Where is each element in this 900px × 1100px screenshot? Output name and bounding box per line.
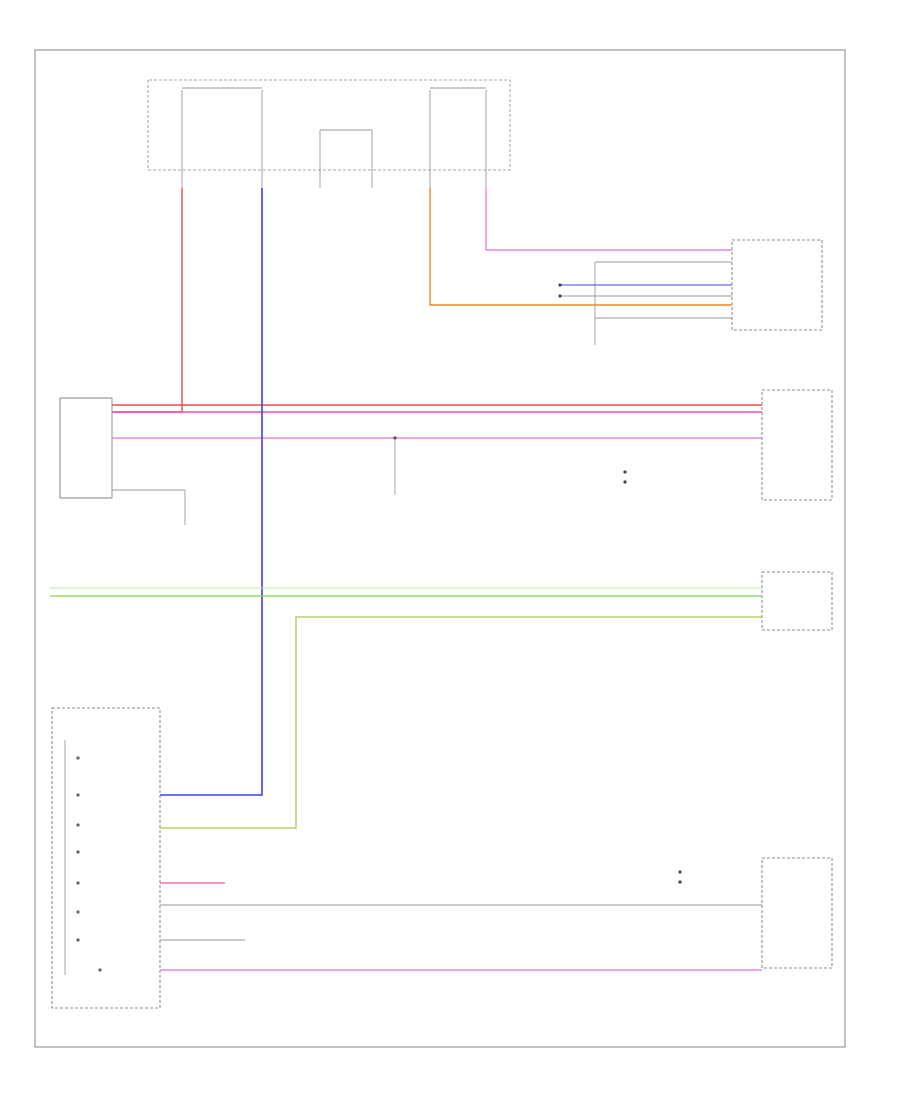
- connector-dots: [393, 283, 682, 884]
- fuse-group: [181, 87, 487, 188]
- multifunction-switch-outline: [59, 397, 113, 499]
- steering-column-switch-outline: [51, 707, 161, 1009]
- fuse-box-outline: [147, 79, 511, 171]
- violet-wire-upper: [485, 188, 732, 251]
- exterior-module-box: [731, 239, 823, 331]
- orange-wire: [429, 188, 732, 306]
- gateway-module-box: [761, 571, 833, 631]
- instrument-module-box: [761, 389, 833, 501]
- diagram-frame: [34, 49, 846, 1048]
- red-wire: [112, 188, 183, 413]
- olive-wire: [160, 616, 762, 829]
- blue-wire: [160, 188, 263, 796]
- instrument-cluster-box: [761, 857, 833, 969]
- switch-contacts: [64, 740, 102, 975]
